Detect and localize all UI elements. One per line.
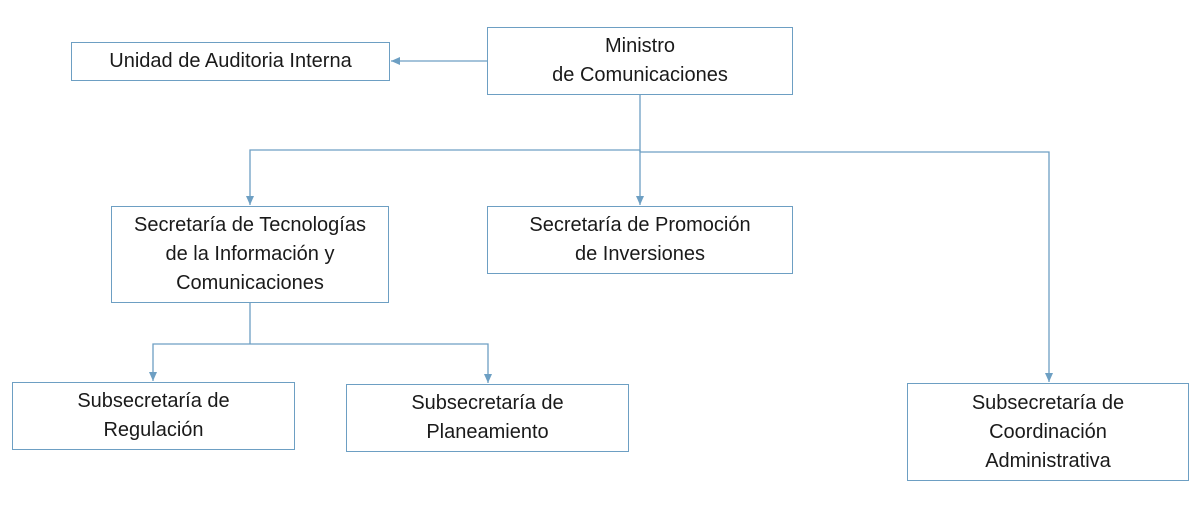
node-ministro: Ministro de Comunicaciones (487, 27, 793, 95)
edge-ministro-coordinacion (640, 151, 1053, 382)
node-label: Subsecretaría de Planeamiento (411, 392, 564, 443)
edge-ministro-tic (246, 149, 640, 205)
node-unidad-auditoria-interna: Unidad de Auditoria Interna (71, 42, 390, 81)
node-label: Subsecretaría de Coordinación Administra… (971, 391, 1125, 472)
node-label: Secretaría de Promoción de Inversiones (529, 214, 751, 265)
node-secretaria-tic: Secretaría de Tecnologías de la Informac… (111, 206, 389, 303)
edge-tic-regulacion (149, 343, 250, 381)
node-label: Unidad de Auditoria Interna (109, 50, 352, 72)
node-label: Secretaría de Tecnologías de la Informac… (133, 214, 366, 294)
node-subsecretaria-planeamiento: Subsecretaría de Planeamiento (346, 384, 629, 452)
node-subsecretaria-coordinacion: Subsecretaría de Coordinación Administra… (907, 383, 1189, 481)
node-label: Ministro de Comunicaciones (552, 35, 728, 86)
edge-tic-planeamiento (250, 343, 492, 383)
node-secretaria-promocion: Secretaría de Promoción de Inversiones (487, 206, 793, 274)
node-subsecretaria-regulacion: Subsecretaría de Regulación (12, 382, 295, 450)
node-label: Subsecretaría de Regulación (77, 390, 230, 441)
